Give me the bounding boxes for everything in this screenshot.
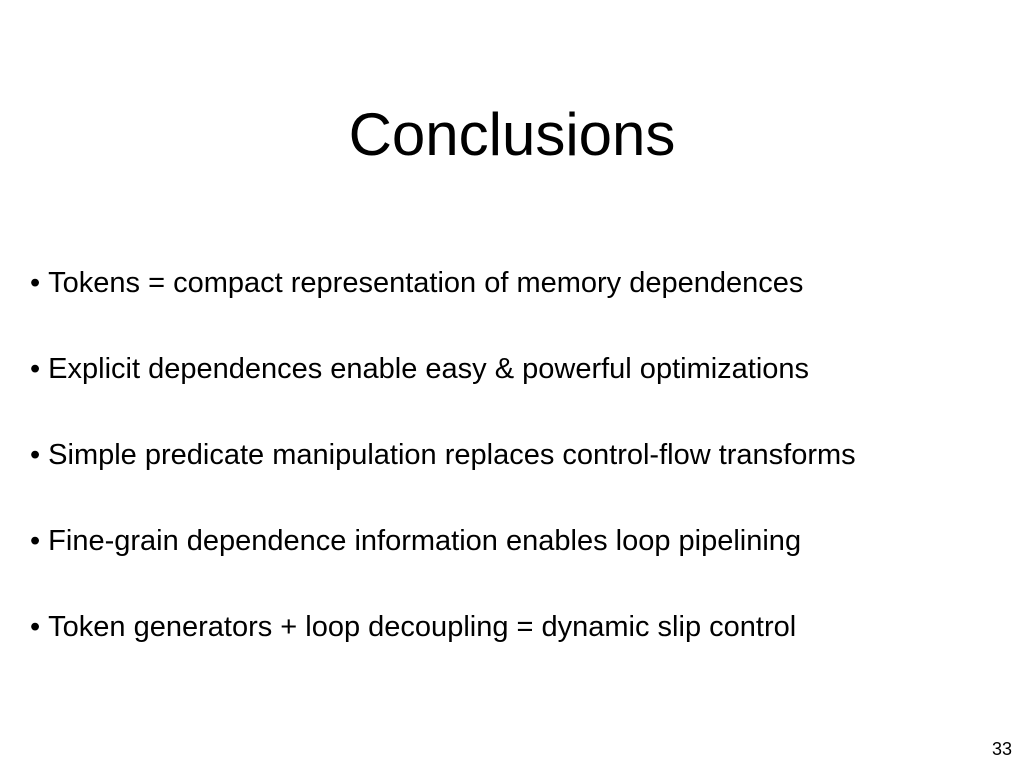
- page-number: 33: [991, 739, 1012, 759]
- bullet-dot-icon: •: [30, 439, 41, 471]
- bullet-text: Fine-grain dependence information enable…: [48, 525, 802, 557]
- bullet-item: •Tokens = compact representation of memo…: [30, 262, 1020, 304]
- bullet-text: Tokens = compact representation of memor…: [48, 267, 804, 299]
- bullet-item: •Fine-grain dependence information enabl…: [30, 520, 1020, 562]
- bullet-item: •Simple predicate manipulation replaces …: [30, 434, 1020, 476]
- bullet-text: Explicit dependences enable easy & power…: [48, 353, 810, 385]
- bullet-item: •Token generators + loop decoupling = dy…: [30, 606, 1020, 648]
- bullet-dot-icon: •: [30, 267, 41, 299]
- bullet-dot-icon: •: [30, 353, 41, 385]
- bullet-item: •Explicit dependences enable easy & powe…: [30, 348, 1020, 390]
- bullet-text: Simple predicate manipulation replaces c…: [48, 439, 856, 471]
- bullet-dot-icon: •: [30, 611, 41, 643]
- bullet-dot-icon: •: [30, 525, 41, 557]
- slide-title: Conclusions: [348, 101, 676, 168]
- bullet-list: •Tokens = compact representation of memo…: [30, 262, 1020, 692]
- bullet-text: Token generators + loop decoupling = dyn…: [48, 611, 797, 643]
